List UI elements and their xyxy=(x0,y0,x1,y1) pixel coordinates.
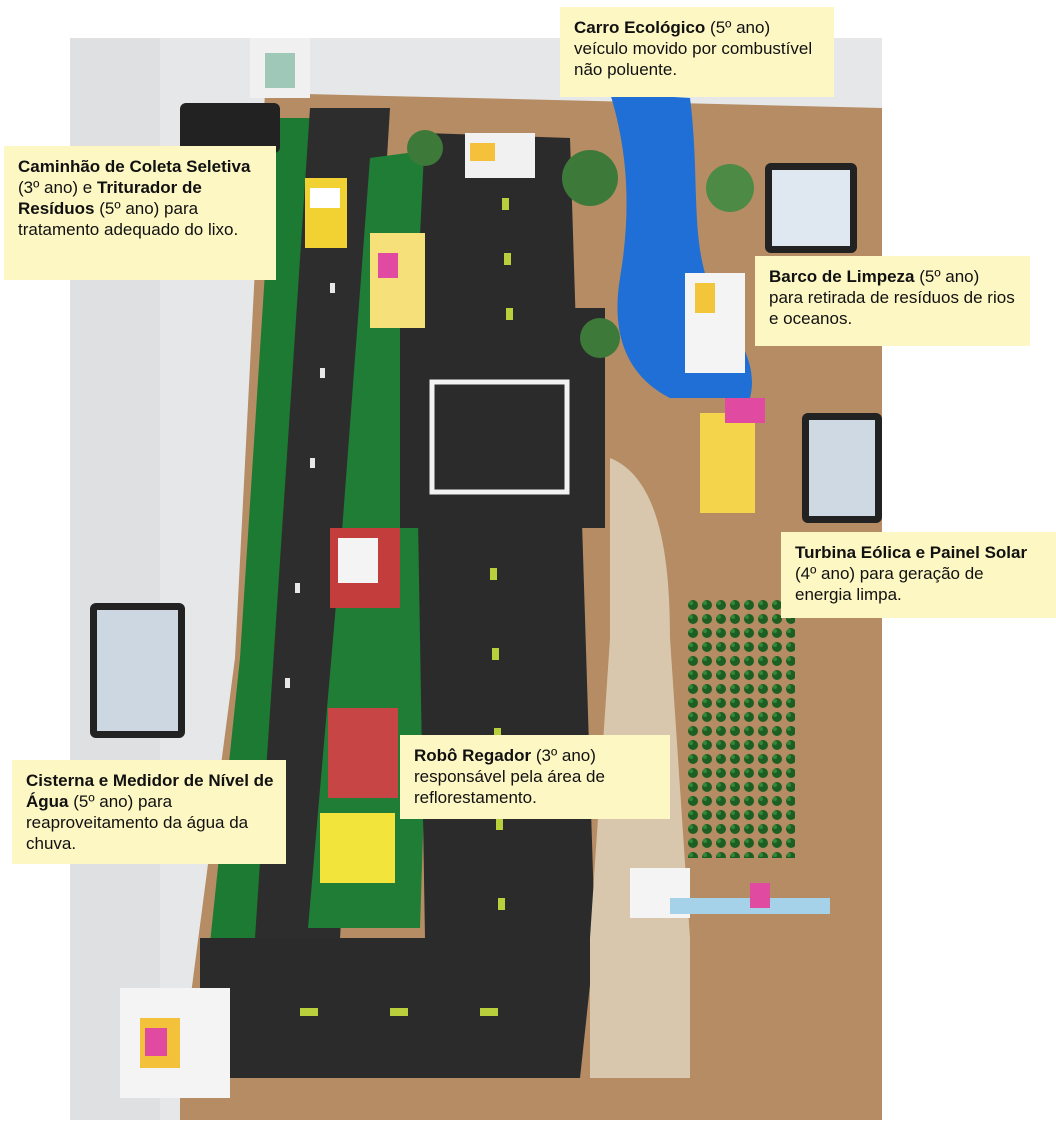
callout-carro-ecologico: Carro Ecológico (5º ano) veículo movido … xyxy=(560,7,834,97)
forest-area xyxy=(685,598,795,858)
tree-icon xyxy=(580,318,620,358)
callout-grade: (5º ano) xyxy=(705,18,771,37)
callout-turbina-eolica: Turbina Eólica e Painel Solar (4º ano) p… xyxy=(781,532,1056,618)
callout-title: Caminhão de Coleta Seletiva xyxy=(18,157,251,176)
callout-title: Cisterna e Medidor de Nível de Água xyxy=(26,771,274,811)
callout-grade: (4º ano) para xyxy=(795,564,894,583)
lego-model-icon xyxy=(370,233,425,328)
callout-caminhao-coleta: Caminhão de Coleta Seletiva (3º ano) e T… xyxy=(4,146,276,280)
callout-description: para retirada de resíduos de rios e ocea… xyxy=(769,288,1015,328)
callout-title: Robô Regador xyxy=(414,746,532,765)
callout-description: responsável pela área de reflorestamento… xyxy=(414,767,605,807)
road-square-marking xyxy=(429,379,570,495)
lane-markings xyxy=(300,198,513,1016)
callout-title-2: Triturador de Resíduos xyxy=(18,178,202,218)
cistern-icon xyxy=(320,813,395,883)
model-city-illustration xyxy=(70,38,882,1120)
callout-robo-regador: Robô Regador (3º ano) responsável pela á… xyxy=(400,735,670,819)
callout-cisterna: Cisterna e Medidor de Nível de Água (5º … xyxy=(12,760,286,864)
callout-description: geração de energia limpa. xyxy=(795,564,984,604)
callout-grade: (3º ano) e xyxy=(18,178,93,197)
callout-title: Carro Ecológico xyxy=(574,18,706,37)
callout-description: para reaproveitamento da água da chuva. xyxy=(26,792,249,853)
tablet-icon xyxy=(180,103,280,153)
callout-title: Turbina Eólica e Painel Solar xyxy=(795,543,1028,562)
house-icon xyxy=(328,708,398,798)
callout-grade: (5º ano) xyxy=(68,792,134,811)
callout-title: Barco de Limpeza xyxy=(769,267,915,286)
tree-icon xyxy=(562,150,618,206)
tree-icon xyxy=(706,164,754,212)
callout-description: veículo movido por combustível não polue… xyxy=(574,39,813,79)
callout-description: (5º ano) para tratamento adequado do lix… xyxy=(18,199,239,239)
tree-icon xyxy=(407,130,443,166)
left-road xyxy=(255,108,390,938)
callout-grade: (3º ano) xyxy=(531,746,596,765)
callout-barco-limpeza: Barco de Limpeza (5º ano) para retirada … xyxy=(755,256,1030,346)
wind-turbine-icon xyxy=(700,413,755,513)
callout-grade: (5º ano) xyxy=(914,267,980,286)
model-city-photo xyxy=(70,38,882,1120)
